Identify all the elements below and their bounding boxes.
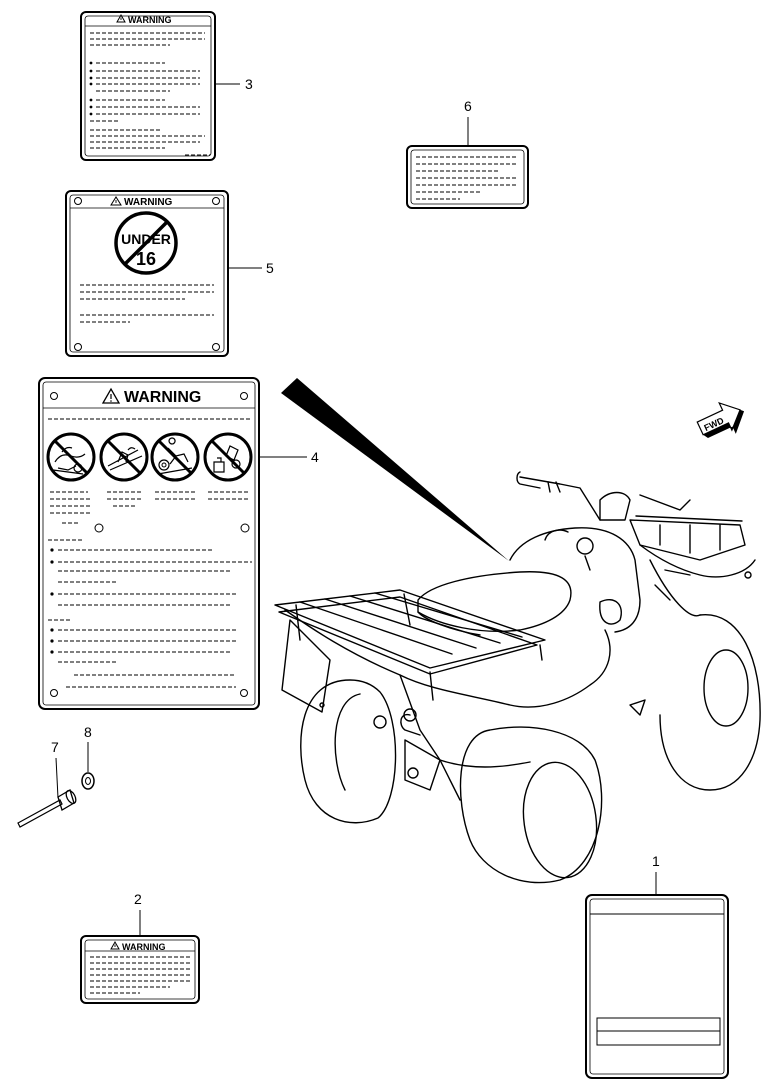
callout-5: 5 — [266, 260, 274, 276]
label-3-warning-sticker: WARNING — [80, 11, 240, 161]
label-4-heading: WARNING — [124, 389, 201, 406]
under-16-prohibition-icon: UNDER 16 — [114, 211, 178, 275]
label-5-under-16-sticker: WARNING UNDER 16 — [65, 190, 262, 357]
label-4-warning-sticker: WARNING — [38, 377, 307, 710]
no-passenger-icon — [46, 432, 96, 482]
callout-6: 6 — [464, 98, 472, 114]
callout-7: 7 — [51, 739, 59, 755]
warning-triangle-icon — [116, 13, 126, 23]
part-7-rivet: 7 — [17, 739, 77, 828]
fwd-arrow-icon: FWD — [696, 401, 745, 439]
part-8-washer: 8 — [81, 724, 95, 790]
warning-triangle-icon — [110, 940, 120, 950]
under-text: UNDER — [121, 231, 171, 247]
label-3-heading: WARNING — [128, 15, 172, 25]
warning-triangle-icon — [110, 196, 122, 206]
label-2-heading: WARNING — [122, 942, 166, 952]
warning-triangle-icon — [101, 387, 121, 404]
callout-8: 8 — [84, 724, 92, 740]
age-text: 16 — [136, 249, 156, 269]
callout-4: 4 — [311, 449, 319, 465]
label-1-sticker: 1 — [585, 853, 729, 1079]
label-5-heading: WARNING — [124, 197, 173, 208]
callout-1: 1 — [652, 853, 660, 869]
callout-2: 2 — [134, 891, 142, 907]
callout-3: 3 — [245, 76, 253, 92]
no-pavement-icon — [99, 432, 149, 482]
label-2-warning-sticker: 2 WARNING — [80, 891, 200, 1004]
no-stunts-icon — [150, 432, 200, 482]
no-alcohol-icon — [203, 432, 253, 482]
location-pointer-wedge — [281, 378, 509, 561]
label-6-sticker: 6 — [406, 98, 529, 209]
atv-vehicle-drawing — [274, 471, 761, 884]
